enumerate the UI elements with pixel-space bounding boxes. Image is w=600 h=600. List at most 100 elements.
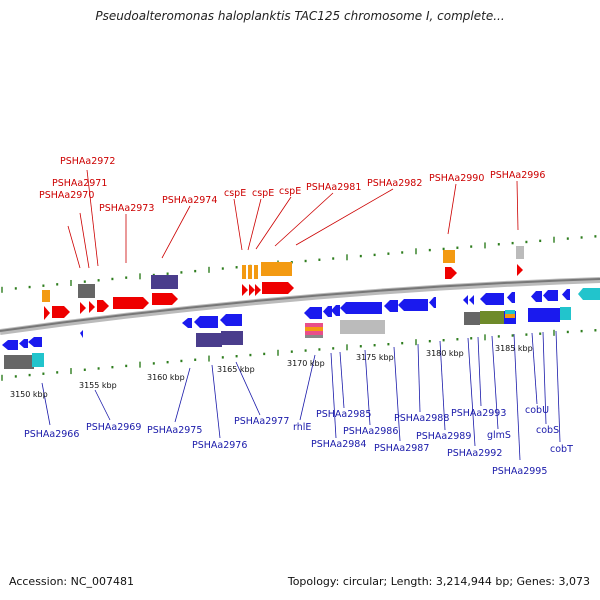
gene-label-bottom[interactable]: PSHAa2977 — [234, 416, 289, 427]
feature-orange[interactable] — [305, 327, 323, 331]
gene-label-bottom[interactable]: PSHAa2985 — [316, 409, 371, 420]
gene-label-bottom[interactable]: PSHAa2966 — [24, 429, 79, 440]
feature-cyan[interactable] — [32, 353, 44, 367]
gene-label-top[interactable]: PSHAa2973 — [99, 203, 154, 214]
feature-blue-arrow[interactable] — [562, 289, 570, 300]
feature-red-arrow[interactable] — [52, 306, 70, 318]
feature-gray[interactable] — [78, 284, 95, 298]
feature-red-arrow[interactable] — [249, 284, 255, 296]
scale-label: 3160 kbp — [147, 373, 185, 382]
feature-blue-arrow[interactable] — [531, 291, 542, 302]
feature-cyan[interactable] — [505, 310, 515, 314]
feature-gray[interactable] — [4, 355, 34, 369]
feature-gray[interactable] — [305, 335, 323, 338]
feature-red-arrow[interactable] — [113, 297, 149, 309]
gene-label-bottom[interactable]: PSHAa2995 — [492, 466, 547, 477]
feature-blue-arrow[interactable] — [331, 305, 340, 316]
feature-blue-arrow[interactable] — [28, 337, 42, 347]
gene-label-bottom[interactable]: PSHAa2976 — [192, 440, 247, 451]
feature-blue-arrow[interactable] — [398, 299, 428, 311]
feature-gray[interactable] — [340, 320, 385, 334]
feature-blue-arrow[interactable] — [220, 314, 242, 326]
feature-blue-arrow[interactable] — [194, 316, 218, 328]
feature-red-arrow[interactable] — [242, 284, 248, 296]
feature-olive[interactable] — [480, 311, 504, 324]
gene-label-bottom[interactable]: glmS — [487, 430, 511, 441]
feature-blue-arrow[interactable] — [507, 292, 515, 303]
feature-blue-arrow[interactable] — [340, 302, 382, 314]
top-leader-lines — [67, 169, 519, 269]
feature-gray[interactable] — [464, 312, 480, 325]
feature-purple[interactable] — [151, 275, 178, 289]
gene-label-top[interactable]: PSHAa2990 — [429, 173, 484, 184]
feature-blue-arrow[interactable] — [384, 300, 398, 312]
gene-label-top[interactable]: cspE — [279, 186, 301, 197]
feature-blue-arrow[interactable] — [469, 295, 474, 305]
feature-orange[interactable] — [505, 314, 515, 318]
gene-label-bottom[interactable]: cobT — [550, 444, 573, 455]
gene-label-top[interactable]: cspE — [224, 188, 246, 199]
gene-label-top[interactable]: PSHAa2974 — [162, 195, 217, 206]
feature-red-arrow[interactable] — [445, 267, 457, 279]
feature-blue-arrow[interactable] — [429, 297, 436, 308]
feature-red-arrow[interactable] — [44, 306, 50, 320]
scale-label: 3185 kbp — [495, 344, 533, 353]
scale-label: 3150 kbp — [10, 390, 48, 399]
feature-blue-arrow[interactable] — [323, 306, 332, 317]
feature-blue-arrow[interactable] — [480, 293, 504, 305]
top-strand-features — [42, 246, 524, 320]
feature-orange[interactable] — [42, 290, 50, 302]
feature-cyan[interactable] — [560, 307, 571, 320]
feature-blue-arrow[interactable] — [2, 340, 18, 350]
gene-label-top[interactable]: PSHAa2971 — [52, 178, 107, 189]
feature-blue-arrow[interactable] — [19, 339, 28, 348]
gene-label-bottom[interactable]: rhlE — [293, 422, 311, 433]
feature-red-arrow[interactable] — [97, 300, 109, 312]
feature-red-arrow[interactable] — [517, 264, 523, 276]
feature-orange[interactable] — [261, 262, 292, 276]
feature-red-arrow[interactable] — [89, 301, 95, 313]
feature-blue-arrow[interactable] — [463, 295, 468, 305]
scale-label: 3175 kbp — [356, 353, 394, 362]
gene-label-bottom[interactable]: PSHAa2988 — [394, 413, 449, 424]
feature-blue-arrow[interactable] — [182, 318, 192, 328]
feature-blue-arrow[interactable] — [543, 290, 558, 301]
feature-orange[interactable] — [242, 265, 246, 279]
gene-label-bottom[interactable]: PSHAa2989 — [416, 431, 471, 442]
gene-label-bottom[interactable]: PSHAa2969 — [86, 422, 141, 433]
gene-label-bottom[interactable]: PSHAa2986 — [343, 426, 398, 437]
feature-pink[interactable] — [305, 323, 323, 327]
scale-label: 3180 kbp — [426, 349, 464, 358]
feature-cyan-arrow[interactable] — [578, 288, 600, 300]
feature-gray[interactable] — [516, 246, 524, 259]
feature-orange[interactable] — [248, 265, 252, 279]
gene-label-top[interactable]: PSHAa2972 — [60, 156, 115, 167]
gene-label-bottom[interactable]: cobS — [536, 425, 559, 436]
gene-label-top[interactable]: cspE — [252, 188, 274, 199]
feature-blue-arrow[interactable] — [80, 330, 83, 338]
feature-red-arrow[interactable] — [80, 302, 86, 314]
gene-label-bottom[interactable]: PSHAa2975 — [147, 425, 202, 436]
gene-label-bottom[interactable]: PSHAa2987 — [374, 443, 429, 454]
feature-purple[interactable] — [221, 331, 243, 345]
scale-label: 3165 kbp — [217, 365, 255, 374]
feature-blue-arrow[interactable] — [304, 307, 322, 319]
gene-label-top[interactable]: PSHAa2970 — [39, 190, 94, 201]
feature-orange[interactable] — [254, 265, 258, 279]
gene-label-bottom[interactable]: PSHAa2992 — [447, 448, 502, 459]
feature-red-arrow[interactable] — [262, 282, 294, 294]
feature-pink[interactable] — [305, 331, 323, 335]
gene-label-top[interactable]: PSHAa2981 — [306, 182, 361, 193]
gene-label-top[interactable]: PSHAa2996 — [490, 170, 545, 181]
gene-label-bottom[interactable]: PSHAa2984 — [311, 439, 366, 450]
feature-blue[interactable] — [528, 308, 560, 322]
gene-label-top[interactable]: PSHAa2982 — [367, 178, 422, 189]
gene-label-bottom[interactable]: PSHAa2993 — [451, 408, 506, 419]
feature-red-arrow[interactable] — [255, 284, 261, 296]
feature-red-arrow[interactable] — [152, 293, 178, 305]
feature-purple[interactable] — [196, 333, 222, 347]
chromosome-backbone-line — [0, 278, 600, 332]
gene-label-bottom[interactable]: cobU — [525, 405, 549, 416]
feature-orange[interactable] — [443, 250, 455, 263]
